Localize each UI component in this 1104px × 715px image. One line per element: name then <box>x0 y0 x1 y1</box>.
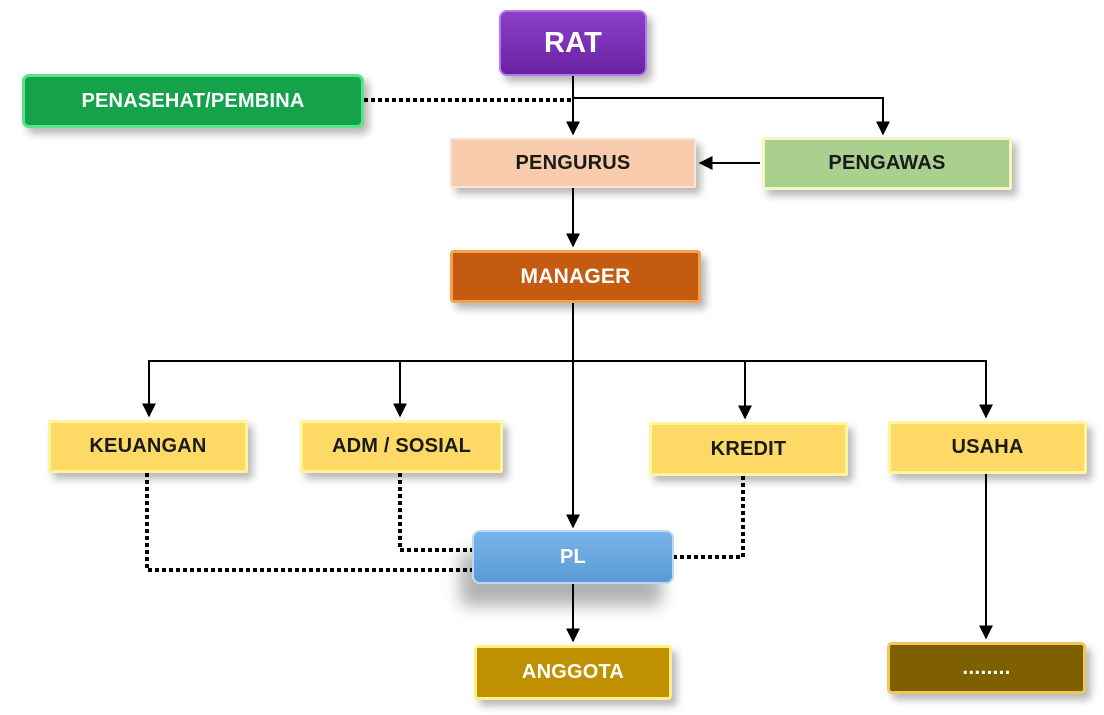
node-label: RAT <box>543 26 603 59</box>
node-label: USAHA <box>951 436 1024 458</box>
node-label: MANAGER <box>520 264 631 288</box>
node-anggota: ANGGOTA <box>474 645 672 700</box>
node-label: ANGGOTA <box>521 661 625 683</box>
node-penasehat-pembina: PENASEHAT/PEMBINA <box>22 74 364 128</box>
node-label: ADM / SOSIAL <box>331 435 472 457</box>
connector-manager-to-usaha <box>573 360 993 419</box>
node-label: PENGURUS <box>515 151 631 174</box>
node-pengawas: PENGAWAS <box>762 137 1012 190</box>
connector-manager-to-keuangan <box>142 303 574 418</box>
node-label: PL <box>560 545 586 568</box>
connector-adm-to-pl <box>398 473 472 552</box>
node-label: PENASEHAT/PEMBINA <box>81 89 305 112</box>
connector-kredit-to-pl <box>674 476 745 559</box>
node-label: PENGAWAS <box>828 152 946 174</box>
node-label: ........ <box>962 656 1011 679</box>
node-label: KEUANGAN <box>89 435 207 457</box>
connector-rat-to-pengawas <box>573 97 890 136</box>
node-more: ........ <box>887 642 1086 694</box>
node-pengurus: PENGURUS <box>450 138 696 188</box>
node-keuangan: KEUANGAN <box>48 420 248 473</box>
connector-keuangan-to-pl <box>145 473 472 572</box>
node-rat: RAT <box>499 10 647 76</box>
node-label: KREDIT <box>710 437 787 460</box>
node-manager: MANAGER <box>450 250 701 303</box>
node-pl: PL <box>472 530 674 584</box>
node-adm-sosial: ADM / SOSIAL <box>300 420 503 473</box>
node-usaha: USAHA <box>888 421 1087 474</box>
node-kredit: KREDIT <box>649 422 848 476</box>
